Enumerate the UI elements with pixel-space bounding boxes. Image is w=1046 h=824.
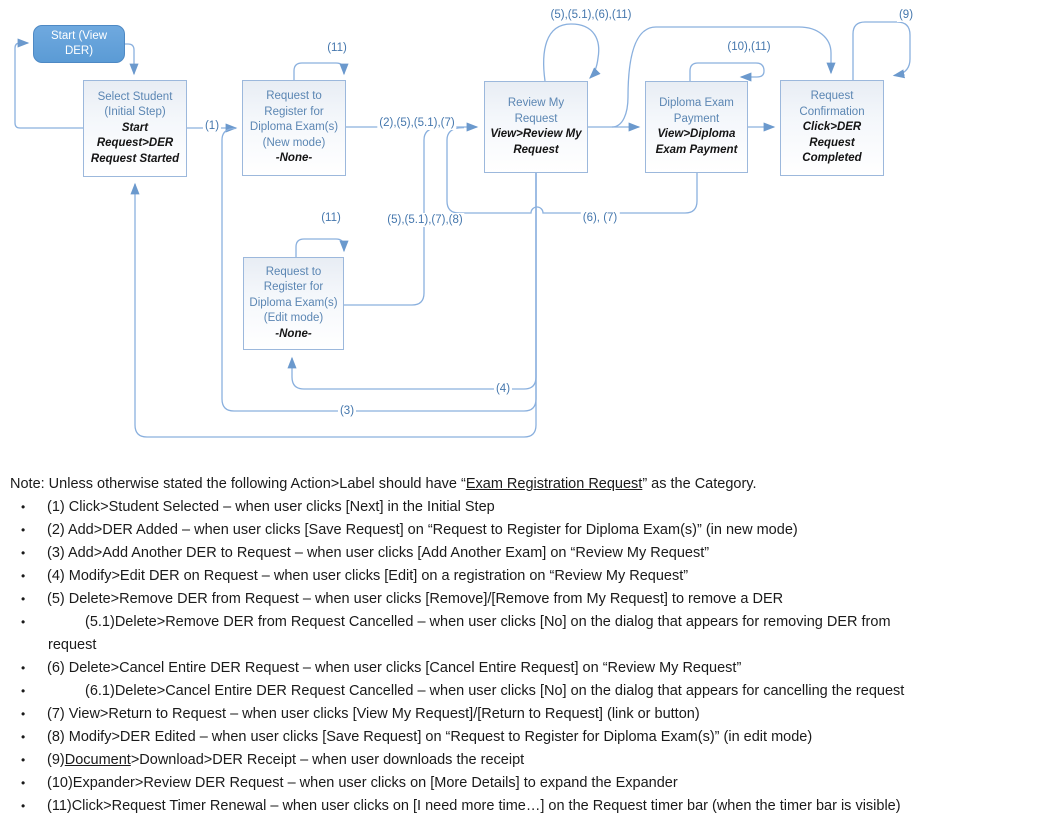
bullet-marker: • (21, 615, 26, 629)
node-request-edit-mode-action: -None- (275, 327, 312, 340)
edge-label-payment-to-review: (6), (7) (580, 211, 620, 225)
edge-label-payment-loop: (10),(11) (725, 40, 773, 54)
bullet-marker: • (21, 500, 26, 514)
node-review-my-request-title: Review My Request (507, 97, 565, 125)
node-request-new-mode-title: Request to Register for Diploma Exam(s) … (249, 90, 339, 149)
note-line: Note: Unless otherwise stated the follow… (10, 476, 757, 492)
bullet-1: •(1) Click>Student Selected – when user … (0, 496, 1046, 519)
node-request-edit-mode-title: Request to Register for Diploma Exam(s) … (249, 265, 338, 325)
node-select-student-title: Select Student (Initial Step) (97, 90, 173, 119)
edge-payment-self-loop (689, 62, 765, 82)
bullet-marker: • (21, 776, 26, 790)
node-select-student: Select Student (Initial Step) Start Requ… (83, 80, 187, 177)
bullet-9: •(9)Document>Download>DER Receipt – when… (0, 749, 1046, 772)
der-flowchart: Start (View DER) Select Student (Initial… (14, 8, 916, 438)
edge-label-review-to-newmode: (3) (337, 404, 357, 418)
node-request-confirmation-title: Request Confirmation (799, 90, 865, 118)
node-start-title: Start (View DER) (50, 29, 108, 58)
node-review-my-request: Review My Request View>Review My Request (484, 81, 588, 173)
bullet-marker: • (21, 592, 26, 606)
edge-label-review-to-edit: (4) (493, 382, 513, 396)
bullet-5: •(5) Delete>Remove DER from Request – wh… (0, 588, 1046, 611)
edge-label-review-loop: (5),(5.1),(6),(11) (548, 8, 634, 22)
bullet-11: •(11)Click>Request Timer Renewal – when … (0, 795, 1046, 818)
edge-label-newmode-loop: (11) (325, 41, 349, 55)
connector-layer (14, 21, 911, 438)
bullet-2: •(2) Add>DER Added – when user clicks [S… (0, 519, 1046, 542)
bullet-marker: • (21, 523, 26, 537)
bullet-marker: • (21, 730, 26, 744)
bullet-8: •(8) Modify>DER Edited – when user click… (0, 726, 1046, 749)
edge-review-to-select (130, 173, 537, 438)
bullet-marker: • (21, 684, 26, 698)
edge-review-to-newmode (221, 127, 537, 412)
node-request-new-mode: Request to Register for Diploma Exam(s) … (242, 80, 346, 176)
edge-review-self-loop (543, 23, 601, 82)
edge-label-select-to-newmode: (1) (202, 119, 222, 133)
edge-label-edit-to-review: (5),(5.1),(7),(8) (385, 213, 465, 227)
edge-start-to-select (125, 43, 139, 76)
bullet-5-1-continuation: request (48, 637, 97, 653)
edge-confirmation-self-loop (852, 21, 911, 80)
bullet-3: •(3) Add>Add Another DER to Request – wh… (0, 542, 1046, 565)
node-diploma-exam-payment: Diploma Exam Payment View>Diploma Exam P… (645, 81, 748, 173)
bullet-marker: • (21, 546, 26, 560)
node-diploma-exam-payment-action: View>Diploma Exam Payment (655, 128, 738, 156)
edge-edit-self-loop (295, 238, 349, 257)
node-request-new-mode-action: -None- (275, 152, 313, 165)
node-request-confirmation: Request Confirmation Click>DER Request C… (780, 80, 884, 176)
bullet-6-1: •(6.1)Delete>Cancel Entire DER Request C… (0, 680, 1046, 703)
bullet-6: •(6) Delete>Cancel Entire DER Request – … (0, 657, 1046, 680)
bullet-marker: • (21, 707, 26, 721)
notes-section: Note: Unless otherwise stated the follow… (0, 473, 1046, 818)
edge-label-confirmation-loop: (9) (896, 8, 916, 22)
bullet-7: •(7) View>Return to Request – when user … (0, 703, 1046, 726)
bullet-marker: • (21, 799, 26, 813)
edge-review-to-confirmation (611, 26, 836, 128)
edge-label-newmode-to-review: (2),(5),(5.1),(7) (377, 116, 457, 130)
node-select-student-action: Start Request>DER Request Started (90, 121, 180, 165)
node-request-confirmation-action: Click>DER Request Completed (802, 121, 862, 165)
bullet-marker: • (21, 569, 26, 583)
bullet-4: •(4) Modify>Edit DER on Request – when u… (0, 565, 1046, 588)
edge-label-edit-loop: (11) (319, 211, 343, 225)
node-start: Start (View DER) (33, 25, 125, 63)
bullet-10: •(10)Expander>Review DER Request – when … (0, 772, 1046, 795)
bullet-marker: • (21, 661, 26, 675)
node-diploma-exam-payment-title: Diploma Exam Payment (659, 97, 734, 125)
node-review-my-request-action: View>Review My Request (490, 128, 582, 156)
edge-review-to-edit (287, 173, 537, 390)
bullet-5-1: •(5.1)Delete>Remove DER from Request Can… (0, 611, 1046, 634)
edge-payment-to-review (446, 126, 698, 214)
edge-select-to-start-loop (14, 38, 83, 129)
node-request-edit-mode: Request to Register for Diploma Exam(s) … (243, 257, 344, 350)
edge-newmode-self-loop (293, 62, 349, 80)
bullet-marker: • (21, 753, 26, 767)
